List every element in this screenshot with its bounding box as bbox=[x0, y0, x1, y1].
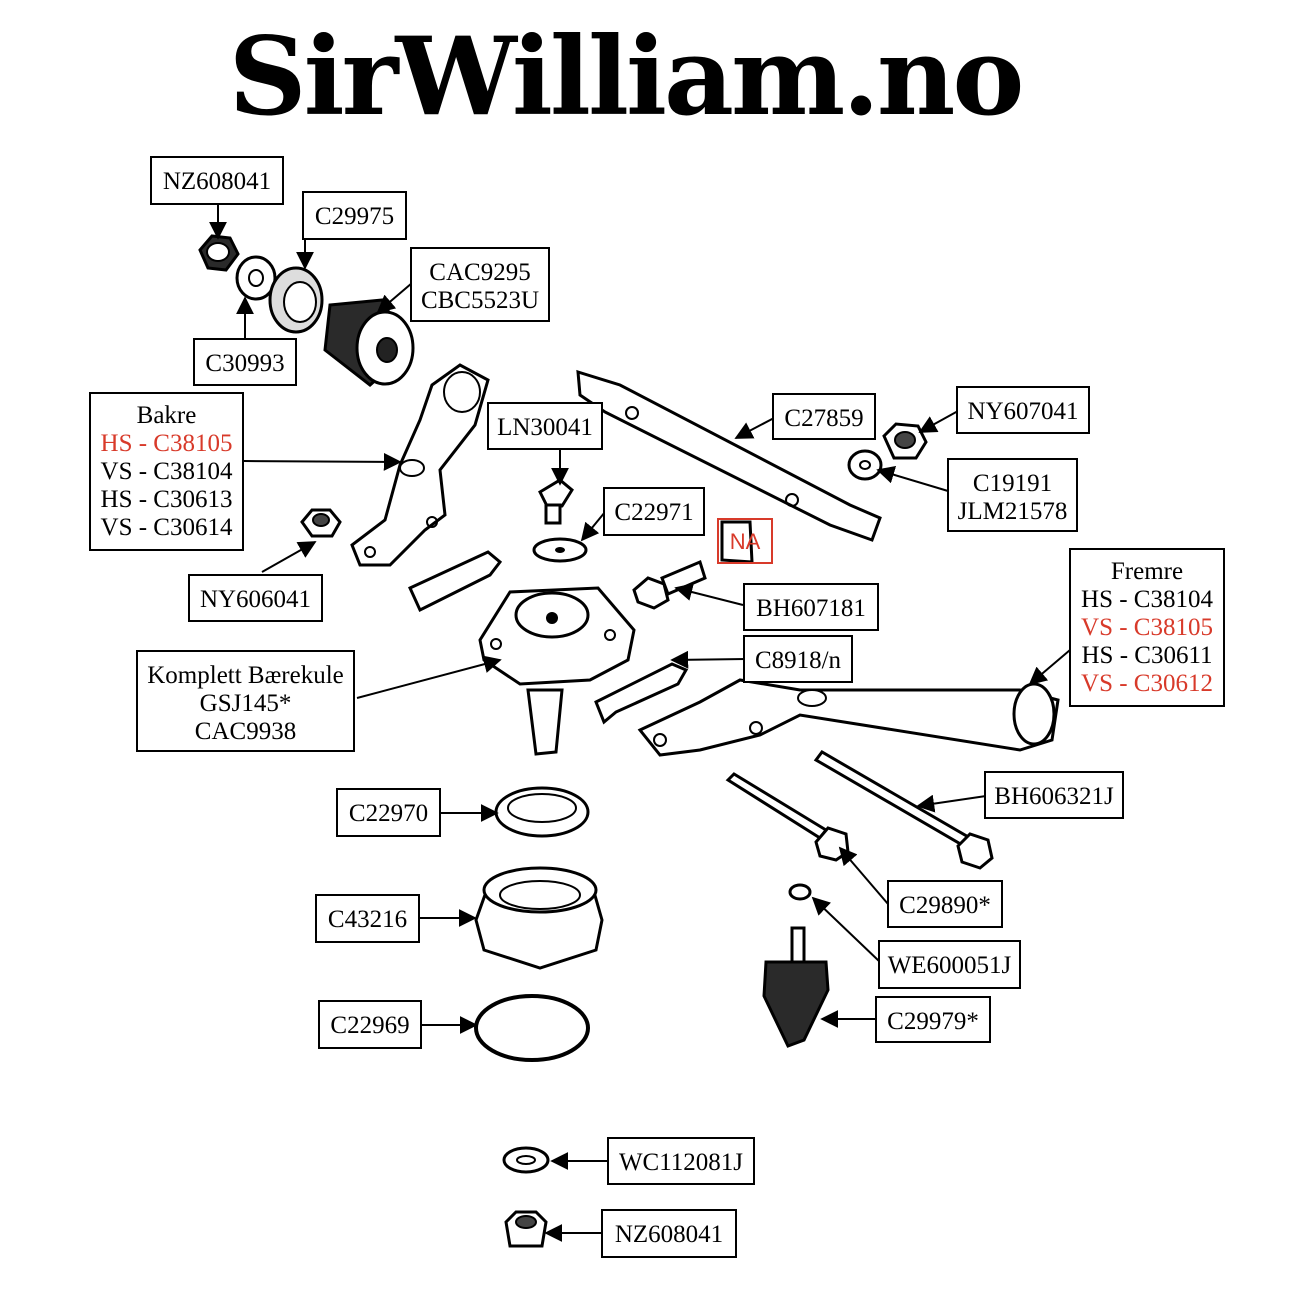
label-fremre[interactable]: Fremre HS - C38104 VS - C38105 HS - C306… bbox=[1069, 548, 1225, 707]
label-text: C30993 bbox=[205, 350, 285, 377]
seal-c22970-part bbox=[494, 786, 590, 838]
label-line: HS - C38104 bbox=[1081, 586, 1213, 613]
cup-c29975-part bbox=[268, 266, 324, 334]
label-text: C22971 bbox=[614, 499, 694, 526]
label-text: C29979* bbox=[887, 1008, 979, 1035]
rear-arm-part bbox=[350, 363, 490, 567]
label-line: HS - C30611 bbox=[1081, 642, 1213, 669]
label-nz608041-top[interactable]: NZ608041 bbox=[150, 156, 284, 205]
label-text: Komplett Bærekule bbox=[147, 662, 344, 689]
washer-wc112081j-part bbox=[502, 1146, 550, 1174]
label-text: C27859 bbox=[784, 405, 864, 432]
label-line: HS - C30613 bbox=[100, 486, 233, 513]
label-c30993[interactable]: C30993 bbox=[193, 338, 297, 386]
label-c19191[interactable]: C19191 JLM21578 bbox=[947, 458, 1078, 532]
washer-c19191-part bbox=[847, 449, 883, 481]
label-bakre[interactable]: Bakre HS - C38105 VS - C38104 HS - C3061… bbox=[89, 392, 244, 551]
label-line: VS - C38105 bbox=[1081, 614, 1213, 641]
label-c22971[interactable]: C22971 bbox=[603, 487, 705, 536]
label-text: NZ608041 bbox=[162, 168, 272, 195]
site-title: SirWilliam.no bbox=[228, 14, 1025, 140]
label-nz608041-bottom[interactable]: NZ608041 bbox=[601, 1209, 737, 1258]
label-c22969[interactable]: C22969 bbox=[318, 1000, 422, 1049]
label-wc112081j[interactable]: WC112081J bbox=[607, 1137, 755, 1185]
grease-nipple-ln30041-part bbox=[538, 478, 574, 525]
label-text: JLM21578 bbox=[957, 498, 1068, 525]
label-title: Bakre bbox=[136, 402, 197, 429]
label-text: C29890* bbox=[899, 892, 991, 919]
label-text: C19191 bbox=[972, 470, 1053, 497]
bolt-bh606321j-part bbox=[813, 750, 994, 870]
front-arm-part bbox=[637, 678, 1060, 757]
label-c8918[interactable]: C8918/n bbox=[743, 635, 853, 683]
leader-lines bbox=[209, 204, 1071, 1242]
label-bh606321j[interactable]: BH606321J bbox=[984, 771, 1124, 819]
label-na[interactable]: NA bbox=[717, 518, 773, 564]
label-ny606041[interactable]: NY606041 bbox=[188, 574, 323, 622]
label-line: VS - C30614 bbox=[100, 514, 233, 541]
shaft-c27859-part bbox=[576, 369, 882, 542]
label-line: VS - C38104 bbox=[100, 458, 233, 485]
label-ny607041[interactable]: NY607041 bbox=[956, 386, 1090, 434]
label-c43216[interactable]: C43216 bbox=[315, 894, 420, 943]
label-c29975[interactable]: C29975 bbox=[302, 191, 407, 240]
lockwasher-we600051j-part bbox=[788, 883, 812, 901]
nut-nz608041-bottom-part bbox=[504, 1210, 548, 1248]
label-c22970[interactable]: C22970 bbox=[336, 788, 441, 837]
label-line: VS - C30612 bbox=[1081, 670, 1213, 697]
label-text: CAC9938 bbox=[194, 718, 297, 745]
label-text: LN30041 bbox=[497, 414, 593, 441]
bolt-c29890-part bbox=[725, 772, 850, 862]
ball-joint-part bbox=[478, 586, 636, 756]
label-cac9295[interactable]: CAC9295 CBC5523U bbox=[410, 247, 550, 322]
label-c29890[interactable]: C29890* bbox=[887, 880, 1003, 928]
label-ln30041[interactable]: LN30041 bbox=[487, 402, 603, 450]
label-line: HS - C38105 bbox=[100, 430, 233, 457]
label-text: NY606041 bbox=[199, 586, 312, 613]
nut-ny606041-part bbox=[300, 508, 342, 538]
washer-c30993-part bbox=[235, 255, 277, 301]
label-text: CAC9295 bbox=[429, 259, 531, 286]
bush-cac9295-part bbox=[323, 298, 415, 387]
nut-nz608041-top-part bbox=[198, 234, 240, 272]
nut-ny607041-part bbox=[882, 422, 928, 460]
label-text: GSJ145* bbox=[199, 690, 292, 717]
label-text: BH606321J bbox=[994, 783, 1114, 810]
bolt-bh607181-part bbox=[632, 559, 707, 610]
label-text: CBC5523U bbox=[420, 287, 540, 314]
label-komplett-baerekule[interactable]: Komplett Bærekule GSJ145* CAC9938 bbox=[136, 650, 355, 752]
label-text: C29975 bbox=[314, 203, 395, 230]
label-text: BH607181 bbox=[756, 595, 866, 622]
label-text: WE600051J bbox=[887, 952, 1012, 979]
label-c29979[interactable]: C29979* bbox=[875, 996, 991, 1043]
label-text: C43216 bbox=[327, 906, 408, 933]
label-title: Fremre bbox=[1110, 558, 1184, 585]
oring-c22969-part bbox=[474, 994, 590, 1062]
label-we600051j[interactable]: WE600051J bbox=[878, 940, 1021, 989]
cup-c43216-part bbox=[474, 866, 604, 970]
shim-rear-part bbox=[408, 550, 503, 613]
label-bh607181[interactable]: BH607181 bbox=[743, 583, 879, 631]
label-text: C22970 bbox=[348, 800, 429, 827]
label-text: NY607041 bbox=[967, 398, 1079, 425]
label-text: C22969 bbox=[330, 1012, 410, 1039]
label-text: WC112081J bbox=[618, 1149, 744, 1176]
buffer-c29979-part bbox=[762, 926, 830, 1048]
label-c27859[interactable]: C27859 bbox=[772, 393, 876, 440]
label-text: NZ608041 bbox=[614, 1221, 724, 1248]
label-text: C8918/n bbox=[754, 647, 842, 674]
washer-c22971-part bbox=[532, 537, 588, 563]
